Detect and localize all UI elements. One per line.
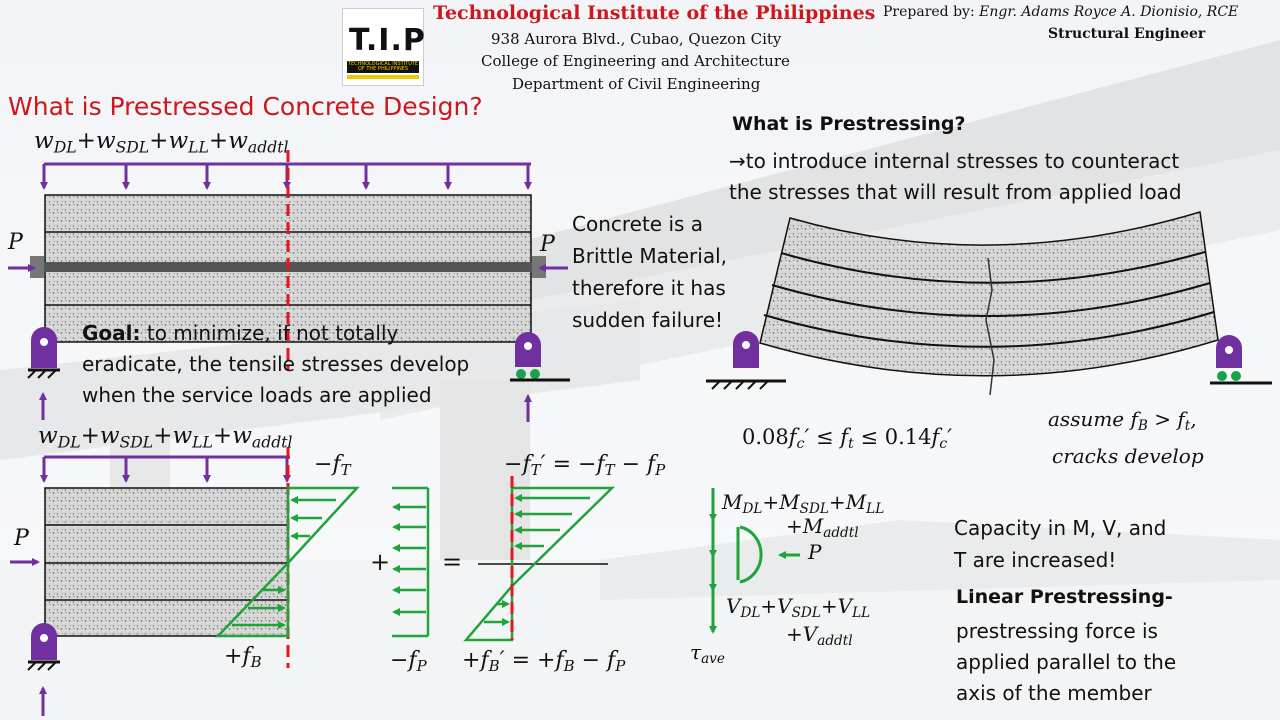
bottom-left-pin-support	[27, 623, 60, 716]
internal-P-label: P	[808, 540, 822, 564]
linear-prestressing-heading: Linear Prestressing-	[956, 586, 1173, 608]
brittle-note: Concrete is a Brittle Material, therefor…	[572, 212, 728, 332]
top-distributed-load	[40, 162, 532, 190]
top-left-P-label: P	[8, 230, 23, 255]
institution-address: 938 Aurora Blvd., Cubao, Quezon City	[491, 30, 782, 48]
resultant-stress-diagram	[463, 476, 616, 642]
tau-label: τave	[690, 640, 725, 667]
plus-fB-label: +fB	[224, 644, 262, 672]
top-right-roller-support	[510, 332, 570, 422]
resultant-top-label: −fT′ = −fT − fP	[504, 452, 666, 480]
moment-addtl-label: +Maddtl	[786, 514, 859, 541]
college-name: College of Engineering and Architecture	[481, 52, 790, 70]
internal-forces-diagram	[709, 488, 800, 634]
equals-sign: =	[442, 548, 463, 576]
minus-fP-label: −fP	[390, 648, 427, 676]
logo-subtext: TECHNOLOGICAL INSTITUTE OF THE PHILIPPIN…	[347, 61, 419, 72]
top-right-P-label: P	[540, 232, 555, 257]
bottom-distributed-load	[40, 455, 291, 483]
tip-logo: T.I.P TECHNOLOGICAL INSTITUTE OF THE PHI…	[342, 8, 426, 86]
cracked-beam	[759, 211, 1219, 396]
goal-label: Goal:	[82, 321, 141, 345]
uniform-prestress-diagram	[392, 486, 430, 638]
minus-fT-label: −fT	[314, 452, 351, 480]
bottom-P-label: P	[14, 526, 29, 551]
author-name: Engr. Adams Royce A. Dionisio, RCE	[979, 4, 1239, 20]
cracked-beam-left-support	[706, 331, 786, 390]
prepared-by-label: Prepared by:	[883, 4, 975, 20]
top-load-label: wDL+wSDL+wLL+waddtl	[34, 128, 289, 157]
cracked-beam-right-support	[1210, 335, 1272, 385]
department-name: Department of Civil Engineering	[512, 75, 761, 93]
author-role: Structural Engineer	[1048, 26, 1206, 42]
plus-sign: +	[370, 548, 391, 576]
logo-mark: T.I.P	[349, 23, 426, 58]
bending-stress-diagram	[215, 486, 360, 638]
shear-label: VDL+VSDL+VLL	[726, 594, 871, 621]
crack-note: assume fB > ft, cracks develop	[1048, 407, 1204, 468]
bottom-beam	[10, 487, 289, 637]
shear-addtl-label: +Vaddtl	[786, 622, 853, 649]
slide-title: What is Prestressed Concrete Design?	[8, 92, 483, 121]
goal-statement: Goal: to minimize, if not totally eradic…	[82, 321, 470, 407]
linear-prestressing-text: prestressing force is applied parallel t…	[956, 619, 1177, 705]
institution-name: Technological Institute of the Philippin…	[433, 2, 876, 24]
resultant-bottom-label: +fB′ = +fB − fP	[462, 648, 626, 676]
prepared-by: Prepared by: Engr. Adams Royce A. Dionis…	[883, 4, 1238, 20]
prestressing-definition: →to introduce internal stresses to count…	[729, 149, 1182, 204]
top-left-pin-support	[27, 327, 60, 420]
tensile-strength-range: 0.08fc′ ≤ ft ≤ 0.14fc′	[742, 425, 953, 452]
bottom-load-label: wDL+wSDL+wLL+waddtl	[38, 423, 293, 452]
prestressing-heading: What is Prestressing?	[732, 113, 966, 135]
moment-label: MDL+MSDL+MLL	[722, 490, 885, 517]
capacity-note: Capacity in M, V, and T are increased!	[954, 516, 1167, 572]
